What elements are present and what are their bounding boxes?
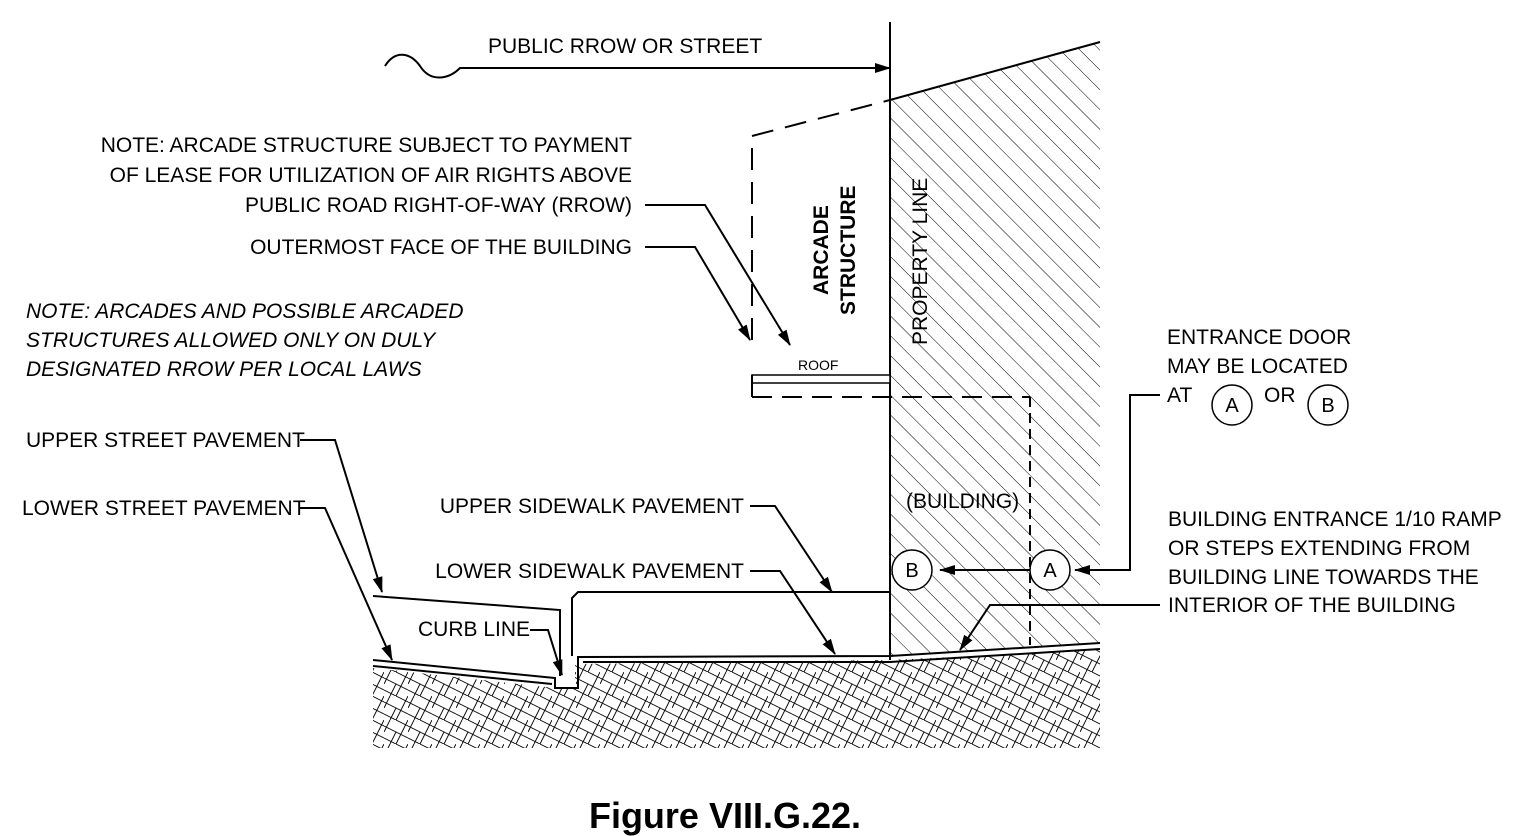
leader-entrance-door <box>1074 394 1160 575</box>
roof-label: ROOF <box>798 357 838 373</box>
label-public-rrow: PUBLIC RROW OR STREET <box>488 35 762 58</box>
legend-circle-b-label: B <box>1321 395 1334 417</box>
note2-line3: DESIGNATED RROW PER LOCAL LAWS <box>26 358 422 381</box>
property-line-label: PROPERTY LINE <box>909 178 932 345</box>
leader-outermost <box>645 246 751 341</box>
entrance-at: AT <box>1167 384 1192 407</box>
roof-slab <box>751 374 891 384</box>
ramp-line2: OR STEPS EXTENDING FROM <box>1168 537 1470 560</box>
note1-line2: OF LEASE FOR UTILIZATION OF AIR RIGHTS A… <box>110 164 632 187</box>
arcade-label-line1: ARCADE <box>810 205 833 295</box>
label-outermost-face: OUTERMOST FACE OF THE BUILDING <box>250 236 632 259</box>
label-lower-street: LOWER STREET PAVEMENT <box>22 497 306 520</box>
upper-street-slab <box>372 595 561 676</box>
upper-sidewalk-slab <box>571 591 890 656</box>
entrance-line1: ENTRANCE DOOR <box>1167 326 1351 349</box>
door-circle-a <box>1029 549 1071 591</box>
ramp-line4: INTERIOR OF THE BUILDING <box>1168 594 1456 617</box>
ramp-line3: BUILDING LINE TOWARDS THE <box>1168 566 1479 589</box>
leader-curb <box>530 629 563 676</box>
arcade-outline-dashed <box>751 99 891 340</box>
leader-ramp <box>959 604 1160 651</box>
label-upper-street: UPPER STREET PAVEMENT <box>26 429 305 452</box>
entrance-line2: MAY BE LOCATED <box>1167 355 1348 378</box>
leader-rrow-note <box>645 204 791 346</box>
door-circle-a-label: A <box>1043 560 1057 582</box>
building-roof-edge <box>889 41 1101 101</box>
ramp-line1: BUILDING ENTRANCE 1/10 RAMP <box>1168 508 1502 531</box>
legend-circle-b <box>1307 384 1349 426</box>
label-upper-sidewalk: UPPER SIDEWALK PAVEMENT <box>440 495 744 518</box>
note1-line1: NOTE: ARCADE STRUCTURE SUBJECT TO PAYMEN… <box>101 134 632 157</box>
building-label: (BUILDING) <box>906 490 1019 513</box>
arcade-label-line2: STRUCTURE <box>837 186 860 316</box>
figure-caption: Figure VIII.G.22. <box>589 795 861 836</box>
door-circle-b-label: B <box>905 560 918 582</box>
leader-upper-street <box>300 439 383 593</box>
ground-soil <box>373 650 1100 748</box>
label-lower-sidewalk: LOWER SIDEWALK PAVEMENT <box>435 560 744 583</box>
ground-subline <box>372 648 1101 685</box>
label-curb-line: CURB LINE <box>418 618 530 641</box>
note2-line1: NOTE: ARCADES AND POSSIBLE ARCADED <box>26 300 464 323</box>
note2-line2: STRUCTURES ALLOWED ONLY ON DULY <box>26 329 437 352</box>
legend-circle-a-label: A <box>1225 395 1239 417</box>
building-hatch <box>890 42 1100 656</box>
leader-lower-sidewalk <box>750 570 836 655</box>
leader-upper-sidewalk <box>750 505 833 593</box>
note1-line3: PUBLIC ROAD RIGHT-OF-WAY (RROW) <box>245 194 632 217</box>
entrance-or: OR <box>1264 384 1296 407</box>
rrow-wavy-leader <box>384 53 891 79</box>
legend-circle-a <box>1211 384 1253 426</box>
leader-lower-street <box>300 507 393 661</box>
door-circle-b <box>891 549 933 591</box>
